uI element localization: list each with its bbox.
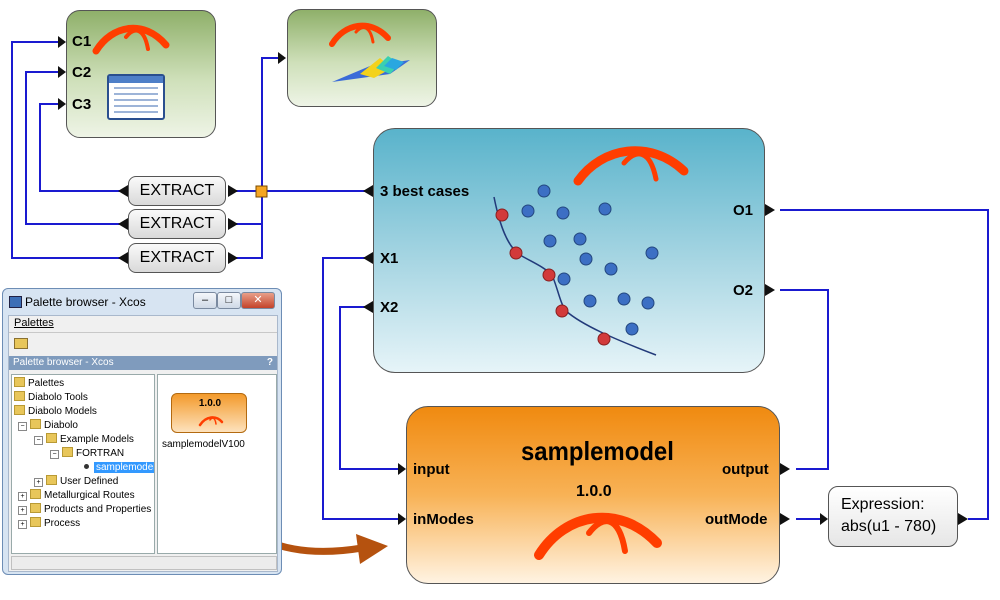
- pareto-front-icon: [493, 184, 659, 356]
- help-icon[interactable]: ?: [266, 357, 273, 368]
- tree-item[interactable]: Metallurgical Routes: [30, 489, 135, 502]
- expression-block[interactable]: Expression: abs(u1 - 780): [828, 486, 958, 547]
- link-expr-o1: [780, 209, 989, 520]
- tree-item[interactable]: User Defined: [46, 475, 118, 488]
- brand-swoosh-icon: [92, 24, 170, 55]
- link-x2-input: [339, 306, 398, 470]
- maximize-button[interactable]: □: [217, 292, 241, 309]
- surface-plot-icon: [332, 56, 410, 82]
- port-label-x1: X1: [380, 250, 399, 267]
- expression-formula: abs(u1 - 780): [841, 518, 937, 535]
- link-extract2-c2: [25, 71, 128, 225]
- link-extract1-c3: [39, 103, 128, 192]
- samplemodel-block[interactable]: [406, 406, 780, 584]
- palette-content[interactable]: 1.0.0 samplemodelV100: [157, 374, 277, 554]
- port-label-output: output: [722, 461, 769, 478]
- menu-palettes[interactable]: Palettes: [14, 317, 54, 329]
- palette-header: Palette browser - Xcos ?: [9, 356, 277, 370]
- tree-item[interactable]: Diabolo Models: [14, 405, 97, 418]
- port-c2-in: [58, 66, 66, 78]
- link-x1-inmodes: [322, 257, 398, 520]
- window-title: Palette browser - Xcos: [25, 295, 146, 309]
- port-graph-in: [278, 52, 286, 64]
- port-c3-in: [58, 98, 66, 110]
- output-block-c[interactable]: [66, 10, 216, 138]
- menu-bar: Palettes: [9, 316, 277, 333]
- open-folder-icon[interactable]: [14, 338, 28, 349]
- port-label-outmode: outMode: [705, 511, 768, 528]
- tree-item[interactable]: FORTRAN: [62, 447, 124, 460]
- link-output-o2: [780, 289, 829, 470]
- tile-label: samplemodelV100: [162, 439, 245, 450]
- brand-swoosh-icon: [329, 22, 391, 47]
- tree-item[interactable]: Example Models: [46, 433, 134, 446]
- samplemodel-title: samplemodel: [521, 436, 674, 466]
- tree-item[interactable]: Diabolo Tools: [14, 391, 88, 404]
- minimize-button[interactable]: –: [193, 292, 217, 309]
- port-label-c2: C2: [72, 64, 92, 81]
- brand-swoosh-icon: [198, 416, 224, 427]
- port-label-o1: O1: [733, 202, 754, 219]
- split-point: [255, 185, 268, 198]
- optimizer-block[interactable]: [373, 128, 765, 373]
- port-c1-in: [58, 36, 66, 48]
- tree-item[interactable]: Process: [30, 517, 80, 530]
- brand-swoosh-icon: [534, 512, 662, 560]
- table-icon: [107, 74, 165, 120]
- close-button[interactable]: ✕: [241, 292, 275, 309]
- tree-item[interactable]: Diabolo: [30, 419, 78, 432]
- palette-browser-window[interactable]: Palette browser - Xcos – □ ✕ Palettes Pa…: [2, 288, 282, 575]
- tree-item-selected[interactable]: samplemodel: [84, 461, 154, 474]
- tree-item[interactable]: Products and Properties: [30, 503, 151, 516]
- link-extract3-c1: [11, 41, 128, 259]
- port-label-best-cases: 3 best cases: [380, 183, 470, 200]
- palette-tree[interactable]: Palettes Diabolo Tools Diabolo Models − …: [11, 374, 155, 554]
- status-bar: [11, 556, 277, 570]
- graph-block[interactable]: [287, 9, 437, 107]
- port-label-inmodes: inModes: [413, 511, 474, 528]
- extract-block-3[interactable]: EXTRACT: [128, 243, 226, 273]
- extract-block-2[interactable]: EXTRACT: [128, 209, 226, 239]
- app-icon: [9, 296, 22, 308]
- link-split-graph: [261, 57, 278, 191]
- tile-version: 1.0.0: [198, 398, 222, 409]
- port-label-c3: C3: [72, 96, 92, 113]
- samplemodel-version: 1.0.0: [576, 483, 612, 500]
- port-label-x2: X2: [380, 299, 399, 316]
- samplemodel-palette-tile[interactable]: 1.0.0: [171, 393, 247, 433]
- port-label-o2: O2: [733, 282, 754, 299]
- tree-item[interactable]: Palettes: [14, 377, 64, 390]
- brand-swoosh-icon: [573, 146, 689, 186]
- expression-label: Expression:: [841, 496, 925, 513]
- port-label-c1: C1: [72, 33, 92, 50]
- port-label-input: input: [413, 461, 450, 478]
- extract-block-1[interactable]: EXTRACT: [128, 176, 226, 206]
